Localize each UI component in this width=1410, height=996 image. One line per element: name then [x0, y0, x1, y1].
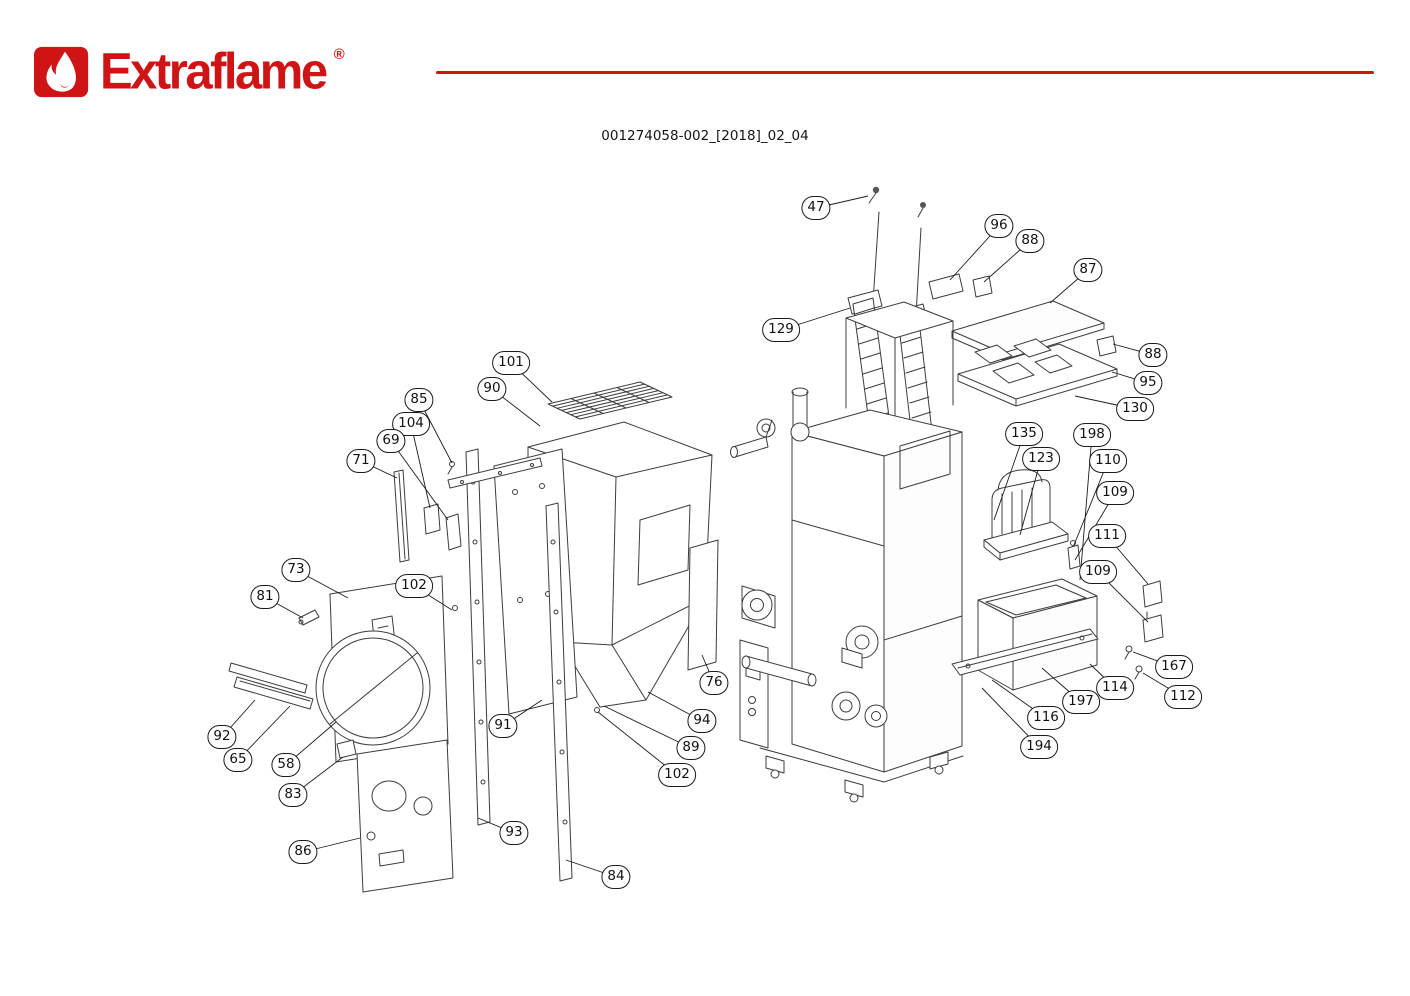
callout-198: 198 — [1073, 423, 1111, 447]
callout-101: 101 — [492, 351, 530, 375]
callout-194: 194 — [1020, 735, 1058, 759]
callout-109: 109 — [1096, 481, 1134, 505]
document-title: 001274058-002_[2018]_02_04 — [601, 128, 809, 144]
callout-102: 102 — [658, 763, 696, 787]
flame-icon — [34, 46, 89, 98]
callout-91: 91 — [488, 714, 518, 738]
callout-88: 88 — [1138, 343, 1168, 367]
callout-76: 76 — [699, 671, 729, 695]
callout-96: 96 — [984, 214, 1014, 238]
callout-89: 89 — [676, 736, 706, 760]
callout-112: 112 — [1164, 685, 1202, 709]
callout-130: 130 — [1116, 397, 1154, 421]
callout-129: 129 — [762, 318, 800, 342]
callout-87: 87 — [1073, 258, 1103, 282]
callout-90: 90 — [477, 377, 507, 401]
callout-167: 167 — [1155, 655, 1193, 679]
callout-81: 81 — [250, 585, 280, 609]
callout-69: 69 — [376, 429, 406, 453]
extraflame-logo: Extraflame ® — [34, 44, 345, 100]
callout-102: 102 — [395, 574, 433, 598]
callout-93: 93 — [499, 821, 529, 845]
callout-84: 84 — [601, 865, 631, 889]
callout-65: 65 — [223, 748, 253, 772]
callout-110: 110 — [1089, 449, 1127, 473]
callout-111: 111 — [1088, 524, 1126, 548]
callout-197: 197 — [1062, 690, 1100, 714]
callout-85: 85 — [404, 388, 434, 412]
registered-mark: ® — [333, 46, 345, 63]
header-rule — [436, 71, 1374, 74]
callout-95: 95 — [1133, 371, 1163, 395]
callout-73: 73 — [281, 558, 311, 582]
callout-116: 116 — [1027, 706, 1065, 730]
callout-92: 92 — [207, 725, 237, 749]
callout-83: 83 — [278, 783, 308, 807]
callout-47: 47 — [801, 196, 831, 220]
callout-114: 114 — [1096, 676, 1134, 700]
callout-123: 123 — [1022, 447, 1060, 471]
callout-94: 94 — [687, 709, 717, 733]
brand-name: Extraflame — [100, 43, 328, 100]
callout-135: 135 — [1005, 422, 1043, 446]
callout-58: 58 — [271, 753, 301, 777]
callout-109: 109 — [1079, 560, 1117, 584]
callout-71: 71 — [346, 449, 376, 473]
callout-86: 86 — [288, 840, 318, 864]
callout-88: 88 — [1015, 229, 1045, 253]
